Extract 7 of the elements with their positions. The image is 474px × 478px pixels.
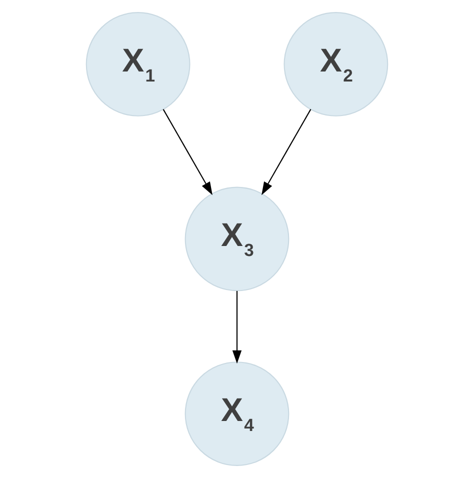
node-circle: X$_{4}$ [184, 362, 290, 466]
node-circle: X$_{2}$ [284, 12, 388, 116]
node-circle: X$_{1}$ [86, 12, 190, 116]
node-circle: X$_{3}$ [184, 186, 290, 292]
arrow [162, 109, 212, 196]
arrow [262, 109, 312, 196]
arrow [232, 290, 242, 364]
